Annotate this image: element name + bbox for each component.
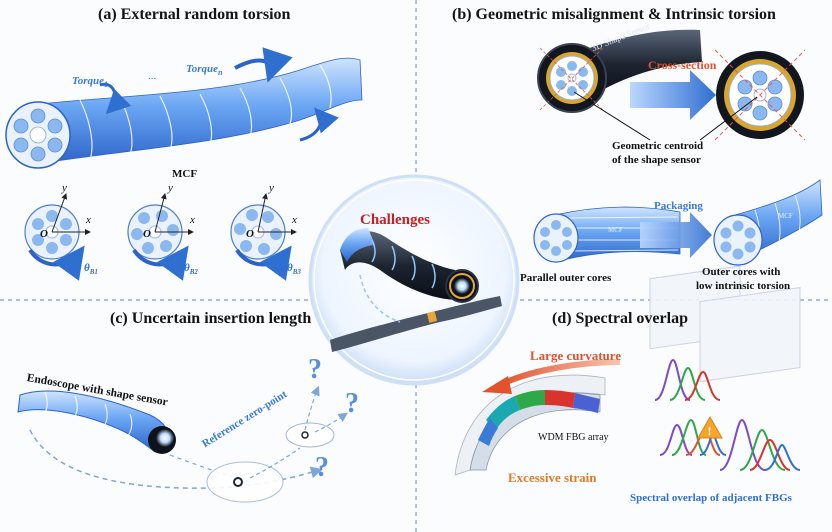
- parallel-cores-label: Parallel outer cores: [520, 272, 612, 284]
- center-bubble: [308, 174, 520, 386]
- challenges-label: Challenges: [360, 212, 431, 228]
- spectral-overlap-label: Spectral overlap of adjacent FBGs: [630, 492, 792, 504]
- axis-y-label-2: y: [168, 182, 173, 194]
- panel-d-title: (d) Spectral overlap: [552, 310, 688, 327]
- panel-a-title: (a) External random torsion: [98, 6, 291, 23]
- question-mark-2: ?: [345, 388, 359, 419]
- outer-cores-label-line1: Outer cores with: [702, 266, 781, 278]
- panel-d-graphics: !: [454, 265, 801, 476]
- packaging-label: Packaging: [654, 200, 703, 212]
- question-mark-3: ?: [315, 452, 329, 483]
- origin-label-1: O: [40, 228, 48, 240]
- theta-b3-label: θB3: [287, 262, 301, 277]
- centroid-label-line2: of the shape sensor: [612, 154, 701, 166]
- panel-c-title: (c) Uncertain insertion length: [110, 310, 312, 327]
- mcf-label: MCF: [172, 168, 198, 180]
- axis-x-label-2: x: [190, 214, 195, 226]
- axis-x-label-3: x: [292, 214, 297, 226]
- mcf-tag-right: MCF: [778, 212, 793, 220]
- outer-cores-label-line2: low intrinsic torsion: [696, 280, 791, 292]
- theta-b1-label: θB1: [84, 262, 98, 277]
- panel-b-graphics: [533, 29, 823, 266]
- large-curvature-label: Large curvature: [530, 348, 622, 363]
- origin-label-2: O: [143, 228, 151, 240]
- wdm-fbg-label: WDM FBG array: [538, 432, 609, 443]
- axis-x-label-1: x: [86, 214, 91, 226]
- panel-a-graphics: [5, 47, 363, 281]
- torque-n-label: Torquen: [186, 63, 223, 78]
- axis-y-label-1: y: [62, 182, 67, 194]
- axis-y-label-3: y: [269, 182, 274, 194]
- excessive-strain-label: Excessive strain: [508, 470, 597, 485]
- torque-ellipsis: ...: [148, 70, 157, 82]
- torque-1-label: Torque1: [72, 75, 108, 90]
- question-mark-1: ?: [308, 354, 322, 385]
- cross-section-label: Cross-section: [648, 58, 717, 72]
- panel-c-graphics: [17, 385, 348, 503]
- svg-text:!: !: [708, 424, 712, 438]
- centroid-label-line1: Geometric centroid: [612, 140, 704, 152]
- theta-b2-label: θB2: [184, 262, 198, 277]
- origin-label-3: O: [246, 228, 254, 240]
- panel-b-title: (b) Geometric misalignment & Intrinsic t…: [452, 6, 776, 23]
- mcf-tag-left: MCF: [608, 226, 623, 234]
